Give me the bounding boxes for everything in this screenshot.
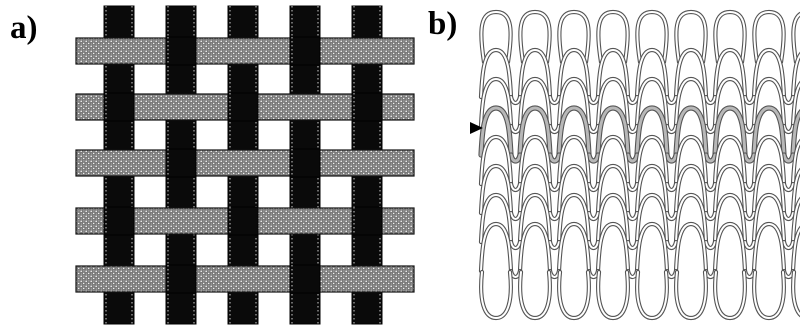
warp-over-weft (103, 206, 135, 236)
weft-yarn (75, 265, 415, 293)
knit-top-loop (479, 9, 513, 65)
panel-b-label: b) (428, 6, 458, 42)
warp-over-weft (227, 206, 259, 236)
knit-stitch (712, 221, 748, 274)
warp-over-weft (289, 36, 321, 66)
knit-stitch (673, 221, 709, 274)
warp-over-weft (165, 264, 197, 294)
course-arrow-icon (470, 122, 483, 134)
knitted-fabric-diagram (478, 9, 800, 321)
warp-over-weft (165, 36, 197, 66)
knit-stitch (634, 221, 670, 274)
warp-over-weft (351, 206, 383, 236)
knit-top-loop (713, 9, 747, 65)
knit-stitch (517, 221, 553, 274)
warp-over-weft (103, 92, 135, 122)
warp-crossings (103, 36, 383, 294)
warp-over-weft (289, 148, 321, 178)
warp-over-weft (227, 92, 259, 122)
knit-stitch (478, 221, 514, 274)
weft-yarn (75, 149, 415, 177)
woven-fabric-diagram (75, 5, 415, 325)
warp-over-weft (351, 92, 383, 122)
knit-top-loop (752, 9, 786, 65)
knit-top-loop (518, 9, 552, 65)
panel-a-label: a) (10, 10, 38, 46)
weft-yarn (75, 37, 415, 65)
knit-top-loop (674, 9, 708, 65)
knit-stitch (556, 221, 592, 274)
warp-over-weft (289, 264, 321, 294)
warp-over-weft (165, 148, 197, 178)
knit-top-loop (596, 9, 630, 65)
knit-stitch (751, 221, 787, 274)
knit-top-loop (557, 9, 591, 65)
knit-stitch (595, 221, 631, 274)
knit-top-loop (635, 9, 669, 65)
